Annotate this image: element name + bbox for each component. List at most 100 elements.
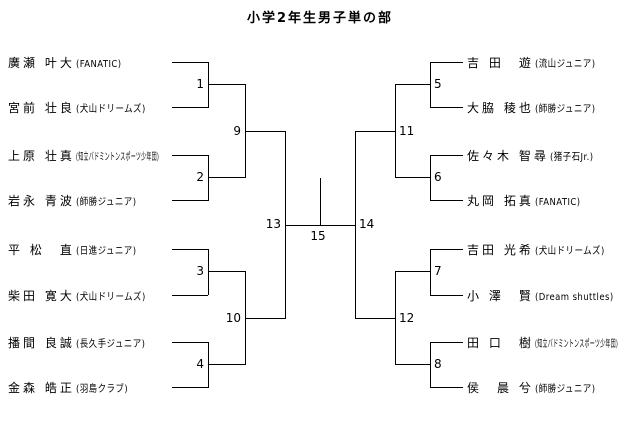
player-name: 金森 皓正 xyxy=(8,381,75,395)
match-number-11: 11 xyxy=(399,124,415,138)
player-name: 小 澤 賢 xyxy=(467,289,534,303)
bracket-line xyxy=(208,342,209,388)
bracket-line xyxy=(245,318,285,319)
bracket-line xyxy=(208,84,245,85)
player-entry: 上原 壮真(知立バドミントンスポーツ少年団) xyxy=(8,146,242,164)
player-entry: 岩永 青波(師勝ジュニア) xyxy=(8,191,147,209)
bracket-line xyxy=(208,155,209,201)
player-name: 吉田 光希 xyxy=(467,243,534,257)
bracket-line xyxy=(172,200,208,201)
player-entry: 播間 良誠(長久手ジュニア) xyxy=(8,333,157,351)
player-club: (師勝ジュニア) xyxy=(75,197,137,208)
bracket-line xyxy=(395,271,431,272)
player-entry: 金森 皓正(羽島クラブ) xyxy=(8,378,137,396)
bracket-line xyxy=(172,249,208,250)
player-club: (犬山ドリームズ) xyxy=(534,246,605,257)
player-club: (犬山ドリームズ) xyxy=(75,104,146,115)
player-name: 廣瀬 叶大 xyxy=(8,56,75,70)
bracket-line xyxy=(245,131,285,132)
player-club: (師勝ジュニア) xyxy=(534,104,596,115)
player-entry: 小 澤 賢(Dream shuttles) xyxy=(467,286,627,304)
match-number-12: 12 xyxy=(399,311,415,325)
player-entry: 吉 田 遊(流山ジュニア) xyxy=(467,53,606,71)
bracket-line xyxy=(208,249,209,295)
player-club: (Dream shuttles) xyxy=(534,292,614,303)
bracket-line xyxy=(172,62,208,63)
player-name: 丸岡 拓真 xyxy=(467,194,534,208)
bracket-line xyxy=(430,155,431,201)
bracket-line xyxy=(208,177,245,178)
player-name: 田 口 樹 xyxy=(467,336,534,350)
bracket-line xyxy=(395,84,431,85)
bracket-line xyxy=(430,249,431,295)
player-entry: 平 松 直(日進ジュニア) xyxy=(8,240,147,258)
bracket-line xyxy=(430,295,463,296)
bracket-line xyxy=(172,107,208,108)
match-number-13: 13 xyxy=(265,217,281,231)
bracket-line xyxy=(395,364,431,365)
player-club: (長久手ジュニア) xyxy=(75,339,146,350)
bracket-line xyxy=(430,342,463,343)
bracket-line xyxy=(172,342,208,343)
player-name: 吉 田 遊 xyxy=(467,56,534,70)
player-name: 佐々木 智尋 xyxy=(467,149,549,163)
bracket-line xyxy=(208,62,209,108)
player-entry: 吉田 光希(犬山ドリームズ) xyxy=(467,240,617,258)
bracket-line xyxy=(395,177,431,178)
player-entry: 田 口 樹(知立バドミントンスポーツ少年団) xyxy=(467,333,640,351)
player-club: (日進ジュニア) xyxy=(75,246,137,257)
player-club: (犬山ドリームズ) xyxy=(75,292,146,303)
bracket-line xyxy=(430,200,463,201)
player-entry: 大脇 稜也(師勝ジュニア) xyxy=(467,98,606,116)
player-name: 上原 壮真 xyxy=(8,149,75,163)
bracket-line xyxy=(172,155,208,156)
player-name: 宮前 壮良 xyxy=(8,101,75,115)
page-title: 小学2年生男子単の部 xyxy=(246,11,394,26)
player-club: (猪子石Jr.) xyxy=(549,152,594,163)
player-name: 柴田 寛大 xyxy=(8,289,75,303)
match-number-10: 10 xyxy=(225,311,241,325)
bracket-line xyxy=(172,387,208,388)
bracket-line xyxy=(208,364,245,365)
player-club: (師勝ジュニア) xyxy=(534,384,596,395)
match-number-5: 5 xyxy=(434,77,442,91)
player-name: 大脇 稜也 xyxy=(467,101,534,115)
match-number-14: 14 xyxy=(359,217,375,231)
match-number-6: 6 xyxy=(434,170,442,184)
bracket-line xyxy=(430,62,463,63)
player-club: (羽島クラブ) xyxy=(75,384,128,395)
player-club: (知立バドミントンスポーツ少年団) xyxy=(534,339,618,350)
match-number-2: 2 xyxy=(196,170,204,184)
player-name: 侯 晨 兮 xyxy=(467,381,534,395)
player-entry: 柴田 寛大(犬山ドリームズ) xyxy=(8,286,158,304)
match-number-15: 15 xyxy=(310,229,326,243)
bracket-line xyxy=(430,62,431,108)
player-club: (流山ジュニア) xyxy=(534,59,596,70)
player-club: (知立バドミントンスポーツ少年団) xyxy=(75,152,159,163)
bracket-line xyxy=(208,271,245,272)
player-entry: 廣瀬 叶大(FANATIC) xyxy=(8,53,129,71)
match-number-4: 4 xyxy=(196,357,204,371)
match-number-8: 8 xyxy=(434,357,442,371)
match-number-1: 1 xyxy=(196,77,204,91)
bracket-line xyxy=(355,131,396,132)
bracket-line xyxy=(430,249,463,250)
bracket-line xyxy=(355,318,396,319)
player-club: (FANATIC) xyxy=(534,197,581,208)
match-number-9: 9 xyxy=(233,124,241,138)
player-entry: 丸岡 拓真(FANATIC) xyxy=(467,191,588,209)
bracket-line xyxy=(430,387,463,388)
player-name: 岩永 青波 xyxy=(8,194,75,208)
player-entry: 侯 晨 兮(師勝ジュニア) xyxy=(467,378,606,396)
bracket-line xyxy=(430,342,431,388)
player-name: 平 松 直 xyxy=(8,243,75,257)
player-club: (FANATIC) xyxy=(75,59,122,70)
bracket-line xyxy=(430,107,463,108)
player-entry: 宮前 壮良(犬山ドリームズ) xyxy=(8,98,158,116)
bracket-line xyxy=(172,295,208,296)
player-entry: 佐々木 智尋(猪子石Jr.) xyxy=(467,146,601,164)
bracket-line xyxy=(430,155,463,156)
final-line xyxy=(285,225,356,226)
player-name: 播間 良誠 xyxy=(8,336,75,350)
